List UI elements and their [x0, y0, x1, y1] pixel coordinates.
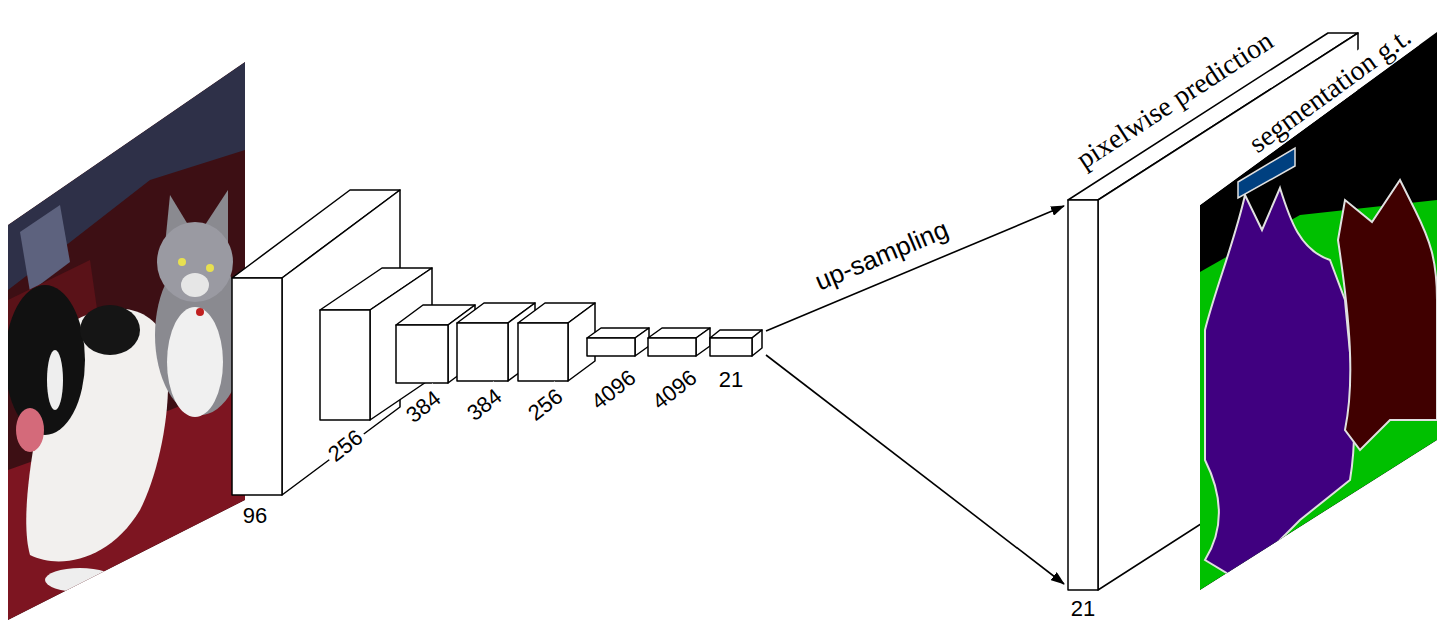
cat-eye [178, 258, 186, 266]
box-faces [710, 330, 762, 356]
layer-box [646, 326, 712, 358]
box-side [752, 330, 762, 356]
dog-paw [45, 568, 115, 592]
upsampling-arrow [766, 355, 1064, 584]
label-holder: 384 [459, 382, 508, 428]
label-holder: segmentation g.t. [1240, 19, 1419, 161]
box-front [648, 338, 696, 356]
layer-box [708, 328, 764, 358]
box-front [587, 338, 635, 356]
label-holder: 96 [240, 503, 270, 528]
label-holder: 21 [1068, 596, 1098, 621]
channel-count: 96 [240, 503, 270, 528]
seg-cat [1338, 180, 1437, 450]
channel-count: 4096 [645, 363, 704, 417]
label-holder: up-sampling [808, 214, 956, 299]
edge-label: up-sampling [808, 214, 956, 299]
layer-box [516, 301, 597, 383]
score-layer: 21 [708, 328, 764, 358]
box-front [396, 325, 448, 383]
label-holder: 4096 [584, 363, 643, 417]
cat-chest [167, 307, 223, 417]
box-side [696, 328, 710, 356]
channel-count: 21 [1068, 596, 1098, 621]
layer-box [585, 326, 651, 358]
conv-layer: 256 [516, 301, 597, 383]
cat-eye [206, 264, 214, 272]
box-faces [648, 328, 710, 356]
fc-layer: 4096 [646, 326, 712, 358]
cat-tag [196, 308, 204, 316]
upsampling-arrow [766, 206, 1064, 331]
box-faces [587, 328, 649, 356]
channel-count: 21 [716, 367, 746, 392]
channel-count: 4096 [584, 363, 643, 417]
box-side [635, 328, 649, 356]
box-front [518, 323, 568, 381]
box-front [232, 278, 282, 495]
box-front [710, 338, 752, 356]
input-photo [0, 40, 260, 628]
box-front [1068, 200, 1098, 590]
photo-background [0, 40, 260, 628]
cat-head [157, 222, 233, 302]
dog-tongue [16, 408, 44, 452]
cat-muzzle [181, 273, 209, 297]
image-caption: segmentation g.t. [1240, 19, 1419, 161]
dog-patch [80, 305, 140, 355]
label-holder: 256 [520, 382, 569, 428]
label-holder: 4096 [645, 363, 704, 417]
box-front [457, 323, 508, 381]
box-faces [518, 303, 595, 381]
dog-muzzle [47, 350, 63, 410]
channel-count: 256 [520, 382, 569, 428]
channel-count: 384 [459, 382, 508, 428]
fc-layer: 4096 [585, 326, 651, 358]
box-front [320, 310, 370, 420]
dog-head [5, 285, 85, 435]
label-holder: 21 [716, 367, 746, 392]
seg-dog [1205, 188, 1354, 575]
